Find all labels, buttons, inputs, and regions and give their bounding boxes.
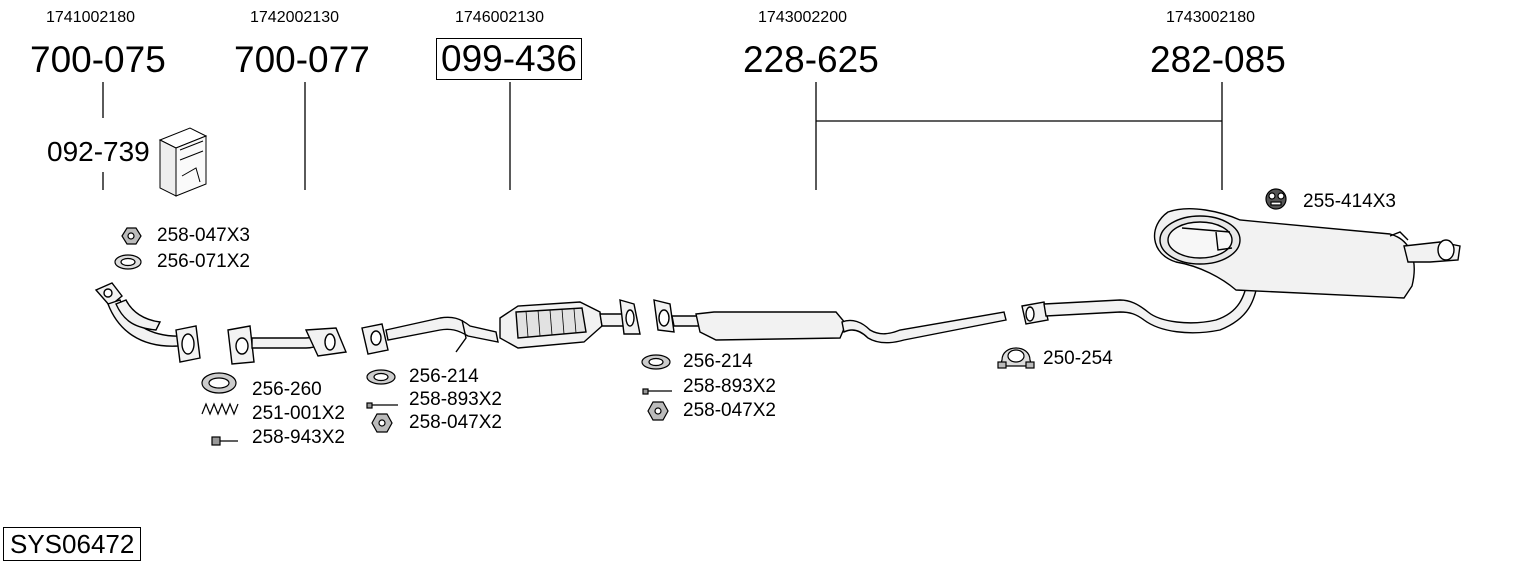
nut-icon xyxy=(647,401,669,421)
oe-number-2: 1742002130 xyxy=(250,9,339,26)
front-pipe-drawing xyxy=(94,282,201,363)
part-number-link-5[interactable]: 282-085 xyxy=(1150,39,1286,80)
kit-part-number[interactable]: 092-739 xyxy=(47,136,150,167)
accessory-label[interactable]: 251-001X2 xyxy=(252,403,345,424)
accessory-label[interactable]: 256-214 xyxy=(409,366,479,387)
nut-icon xyxy=(121,227,142,245)
catalytic-converter-drawing xyxy=(361,299,641,355)
system-id: SYS06472 xyxy=(3,527,142,561)
intermediate-pipe-drawing xyxy=(227,325,347,365)
accessory-label[interactable]: 250-254 xyxy=(1043,348,1113,369)
clamp-icon xyxy=(997,347,1035,369)
spring-icon xyxy=(201,402,239,416)
part-number-link-1[interactable]: 700-075 xyxy=(30,39,166,80)
accessory-label[interactable]: 258-047X2 xyxy=(409,412,502,433)
bolt-icon xyxy=(642,388,672,395)
middle-silencer-drawing xyxy=(653,299,1007,344)
gasket-icon xyxy=(366,369,396,385)
accessory-label[interactable]: 255-414X3 xyxy=(1303,191,1396,212)
ring-seal-icon xyxy=(201,372,237,394)
accessory-label[interactable]: 256-214 xyxy=(683,351,753,372)
accessory-label[interactable]: 256-260 xyxy=(252,379,322,400)
part-number-link-2[interactable]: 700-077 xyxy=(234,39,370,80)
oe-number-4: 1743002200 xyxy=(758,9,847,26)
oe-number-5: 1743002180 xyxy=(1166,9,1255,26)
gasket-icon xyxy=(114,254,142,270)
oe-number-3: 1746002130 xyxy=(455,9,544,26)
gasket-icon xyxy=(641,354,671,370)
accessory-label[interactable]: 258-047X3 xyxy=(157,225,250,246)
rear-silencer-drawing xyxy=(1021,208,1461,334)
part-number-link-4[interactable]: 228-625 xyxy=(743,39,879,80)
accessory-label[interactable]: 258-893X2 xyxy=(683,376,776,397)
accessory-label[interactable]: 258-893X2 xyxy=(409,389,502,410)
bolt-icon xyxy=(211,436,238,446)
rubber-hanger-icon xyxy=(1265,188,1287,210)
accessory-label[interactable]: 256-071X2 xyxy=(157,251,250,272)
oe-number-1: 1741002180 xyxy=(46,9,135,26)
bolt-icon xyxy=(366,402,398,409)
mounting-kit-box-icon xyxy=(158,127,208,197)
part-number-link-3[interactable]: 099-436 xyxy=(436,38,582,80)
nut-icon xyxy=(371,413,393,433)
accessory-label[interactable]: 258-047X2 xyxy=(683,400,776,421)
accessory-label[interactable]: 258-943X2 xyxy=(252,427,345,448)
